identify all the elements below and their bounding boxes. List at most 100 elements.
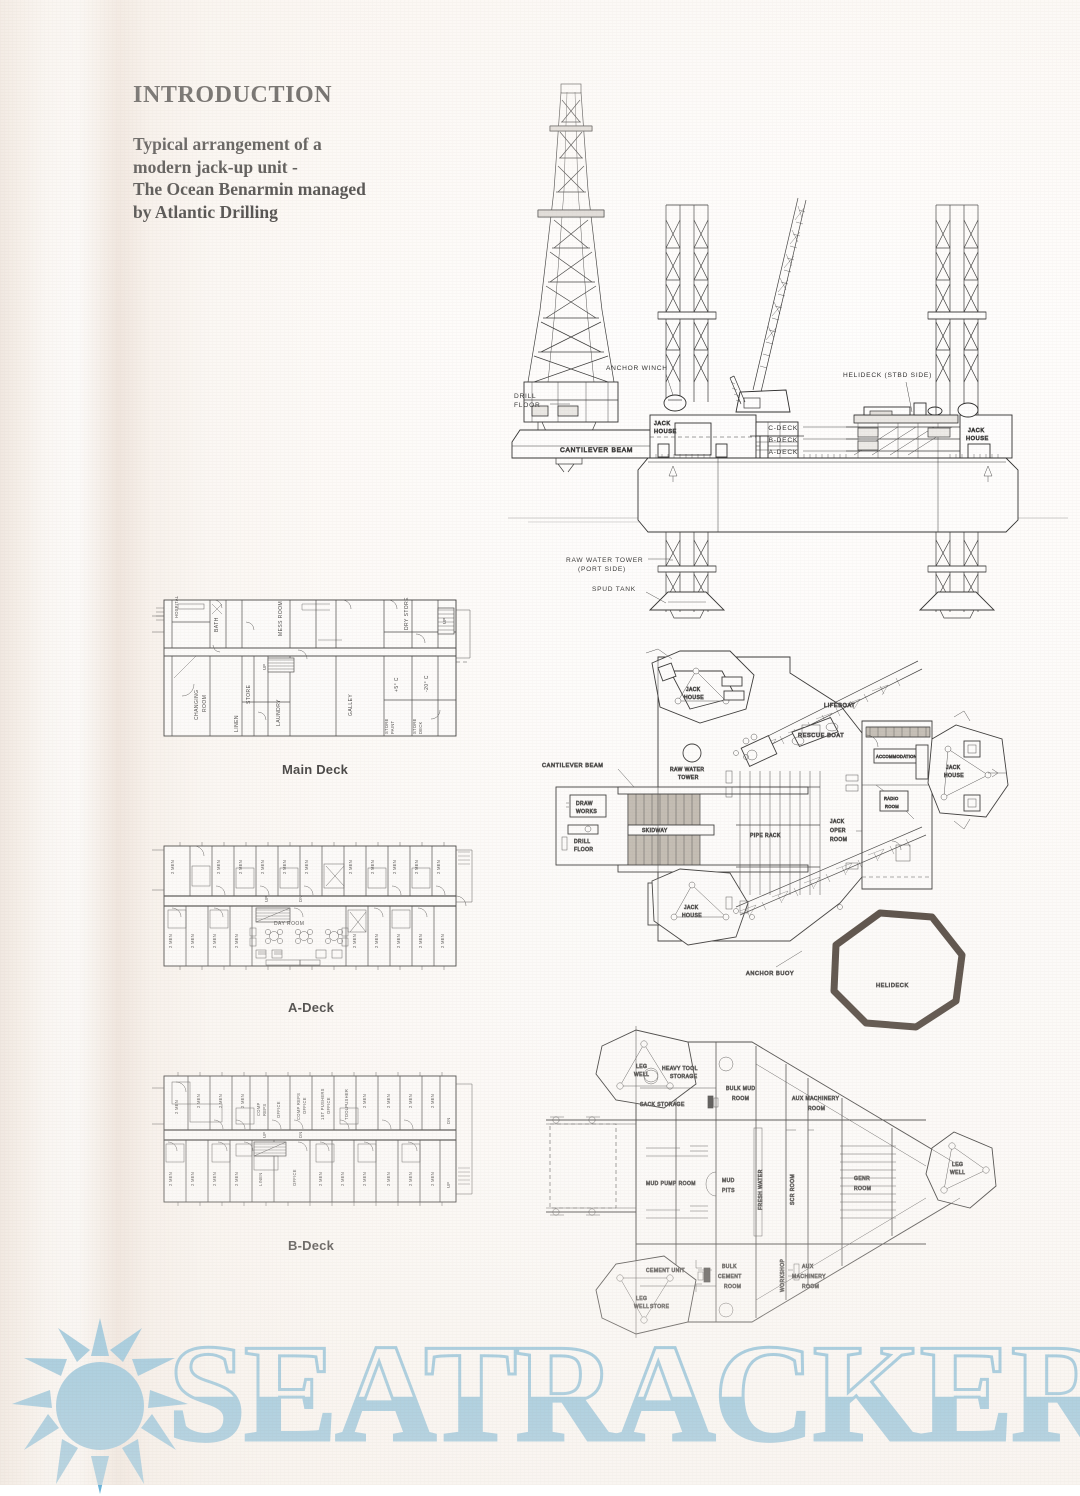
label-up-1: UP	[262, 664, 267, 670]
svg-text:2 MEN: 2 MEN	[234, 1172, 239, 1186]
svg-text:2 MEN: 2 MEN	[260, 860, 265, 874]
svg-text:ROOM: ROOM	[830, 837, 847, 843]
cabin-2men: 2 MEN	[170, 860, 175, 874]
label-pipe-rack: PIPE RACK	[750, 833, 781, 839]
caption-b-deck: B-Deck	[288, 1238, 334, 1253]
room-laundry: LAUNDRY	[276, 699, 282, 726]
label-jack-oper-room: JACK	[830, 819, 845, 825]
svg-text:2 MEN: 2 MEN	[396, 934, 401, 948]
svg-text:2 MEN: 2 MEN	[370, 860, 375, 874]
label-lifeboat: LIFEBOAT	[824, 703, 855, 709]
room-comp-reps-office: COMP REPS	[296, 1093, 301, 1120]
room-office-2: OFFICE	[292, 1169, 297, 1186]
subtitle-line-3: The Ocean Benarmin managed	[133, 179, 366, 199]
room-mess-room: MESS ROOM	[278, 601, 284, 636]
page-heading-block: INTRODUCTION Typical arrangement of a mo…	[133, 82, 513, 223]
label-bulk-mud-room: BULK MUD	[726, 1086, 755, 1092]
svg-text:ROOM: ROOM	[202, 695, 208, 712]
subtitle-line-2: modern jack-up unit -	[133, 156, 298, 177]
svg-text:2 MEN: 2 MEN	[392, 860, 397, 874]
room-comp-reps: COMP	[256, 1103, 261, 1116]
svg-text:OFFICE: OFFICE	[302, 1097, 307, 1114]
svg-text:STORE: STORE	[384, 718, 389, 734]
label-skidway: SKIDWAY	[642, 828, 668, 834]
svg-text:HOUSE: HOUSE	[654, 429, 677, 435]
label-scr-room: SCR ROOM	[790, 1174, 796, 1205]
label-draw-works: DRAW	[576, 801, 593, 807]
caption-main-deck: Main Deck	[282, 762, 349, 777]
svg-text:WELL: WELL	[950, 1170, 965, 1176]
label-anchor-buoy: ANCHOR BUOY	[746, 971, 794, 977]
label-genr-room: GENR	[854, 1176, 870, 1182]
svg-text:2 MEN: 2 MEN	[436, 860, 441, 874]
room-bath: BATH	[214, 617, 220, 632]
label-mud-pump-room: MUD PUMP ROOM	[646, 1181, 696, 1187]
svg-text:2 MEN: 2 MEN	[212, 934, 217, 948]
label-fresh-water: FRESH WATER	[758, 1169, 764, 1210]
svg-text:OFFICE: OFFICE	[326, 1097, 331, 1114]
caption-a-deck: A-Deck	[288, 1000, 334, 1015]
label-leg-well-1: LEG	[636, 1064, 647, 1070]
label-jack-house-port: JACK	[654, 421, 671, 427]
label-a-deck: A-DECK	[769, 449, 798, 456]
svg-text:HOUSE: HOUSE	[684, 695, 704, 701]
svg-text:2 MEN: 2 MEN	[190, 934, 195, 948]
svg-text:2 MEN: 2 MEN	[318, 1172, 323, 1186]
b-deck-plan: 2 MEN 2 MEN 2 MEN 2 MEN COMP REPS OFFICE…	[150, 1068, 480, 1208]
label-cement-unit: CEMENT UNIT	[646, 1268, 685, 1274]
svg-text:2 MEN: 2 MEN	[234, 934, 239, 948]
svg-text:2 MEN: 2 MEN	[168, 1172, 173, 1186]
label-hospital: HOSPITAL	[174, 595, 179, 618]
svg-text:2 MEN: 2 MEN	[190, 1172, 195, 1186]
label-drill-floor-plan: DRILL	[574, 839, 590, 845]
label-radio-room: RADIO	[884, 796, 898, 801]
svg-text:2 MEN: 2 MEN	[430, 1094, 435, 1108]
label-jack-house-plan-1: JACK	[686, 687, 701, 693]
label-spud-tank: SPUD TANK	[592, 586, 636, 593]
label-aux-machinery-room-2: AUX	[802, 1264, 814, 1270]
label-jack-house-plan-2: JACK	[946, 765, 961, 771]
svg-text:2 MEN: 2 MEN	[362, 1094, 367, 1108]
room-galley: GALLEY	[348, 694, 354, 716]
label-accommodation: ACCOMMODATION	[876, 754, 917, 759]
label-heavy-tool-storage: HEAVY TOOL	[662, 1066, 698, 1072]
label-up-2: UP	[442, 618, 447, 624]
room-linen-b: LINEN	[258, 1172, 263, 1186]
label-raw-water-tower-plan: RAW WATER	[670, 767, 704, 773]
svg-text:WELL: WELL	[634, 1304, 649, 1310]
svg-text:2 MEN: 2 MEN	[340, 1172, 345, 1186]
svg-text:2 MEN: 2 MEN	[408, 1094, 413, 1108]
room-store: STORE	[246, 684, 252, 704]
svg-text:CEMENT: CEMENT	[718, 1274, 742, 1280]
room-office-1: OFFICE	[276, 1101, 281, 1118]
room-linen: LINEN	[234, 715, 240, 732]
svg-text:2 MEN: 2 MEN	[430, 1172, 435, 1186]
svg-text:2 MEN: 2 MEN	[414, 860, 419, 874]
label-leg-well-2: LEG	[636, 1296, 647, 1302]
elevation-drawing: DRILL FLOOR ANCHOR WINCH	[498, 70, 1073, 630]
main-deck-plan: BATH MESS ROOM DRY STORE CHANGING ROOM S…	[150, 592, 480, 752]
svg-text:2 MEN: 2 MEN	[196, 1094, 201, 1108]
room-changing-room: CHANGING	[194, 689, 200, 720]
label-raw-water-tower: RAW WATER TOWER	[566, 557, 643, 564]
room-1st-pushers-office: 1ST PUSHERS	[320, 1088, 325, 1120]
svg-text:STORAGE: STORAGE	[670, 1074, 698, 1080]
svg-text:ROOM: ROOM	[732, 1096, 749, 1102]
a-deck-plan: 2 MEN 2 MEN 2 MEN 2 MEN 2 MEN 2 MEN 2 ME…	[150, 840, 480, 972]
label-jack-house-plan-3: JACK	[684, 905, 699, 911]
room-minus20c: -20° C	[424, 675, 430, 692]
label-bulk-cement-room: BULK	[722, 1264, 737, 1270]
page-title: INTRODUCTION	[133, 82, 333, 108]
svg-text:FLOOR: FLOOR	[514, 402, 540, 409]
svg-text:2 MEN: 2 MEN	[240, 1094, 245, 1108]
label-anchor-winch: ANCHOR WINCH	[606, 365, 668, 372]
svg-text:FLOOR: FLOOR	[574, 847, 593, 853]
lower-hull-plan: LEG WELL LEG WELL LEG WELL HEAVY TOOL ST…	[540, 1020, 1010, 1350]
svg-text:HOUSE: HOUSE	[682, 913, 702, 919]
label-up: UP	[264, 896, 269, 902]
label-c-deck: C-DECK	[768, 425, 798, 432]
svg-text:MACHINERY: MACHINERY	[792, 1274, 826, 1280]
label-cantilever-beam: CANTILEVER BEAM	[560, 447, 633, 454]
svg-text:(PORT SIDE): (PORT SIDE)	[578, 566, 626, 573]
helideck-outline	[830, 909, 966, 1031]
